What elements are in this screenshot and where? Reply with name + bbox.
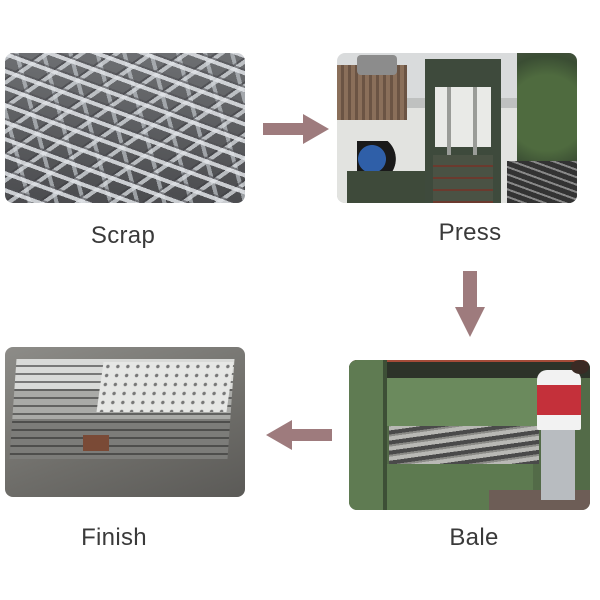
press-base xyxy=(347,171,425,203)
press-motor xyxy=(357,141,407,171)
arrow-down-icon xyxy=(455,271,485,337)
press-machine xyxy=(425,59,501,203)
scrap-photo xyxy=(5,53,245,203)
bale-label: Bale xyxy=(449,524,499,551)
press-label: Press xyxy=(438,219,502,246)
finish-label: Finish xyxy=(81,524,147,551)
bale-machine-post xyxy=(349,360,387,510)
bale-press-plate xyxy=(383,378,543,426)
press-scrap-pile xyxy=(507,161,577,203)
bale-compressed-scrap xyxy=(389,426,539,464)
worker xyxy=(541,428,575,500)
arrow-right-icon xyxy=(263,114,329,144)
press-photo xyxy=(337,53,577,203)
press-water-tank xyxy=(357,55,397,75)
scrap-label: Scrap xyxy=(90,222,156,249)
bale-photo xyxy=(349,360,590,510)
finish-photo xyxy=(5,347,245,497)
arrow-left-icon xyxy=(266,420,332,450)
